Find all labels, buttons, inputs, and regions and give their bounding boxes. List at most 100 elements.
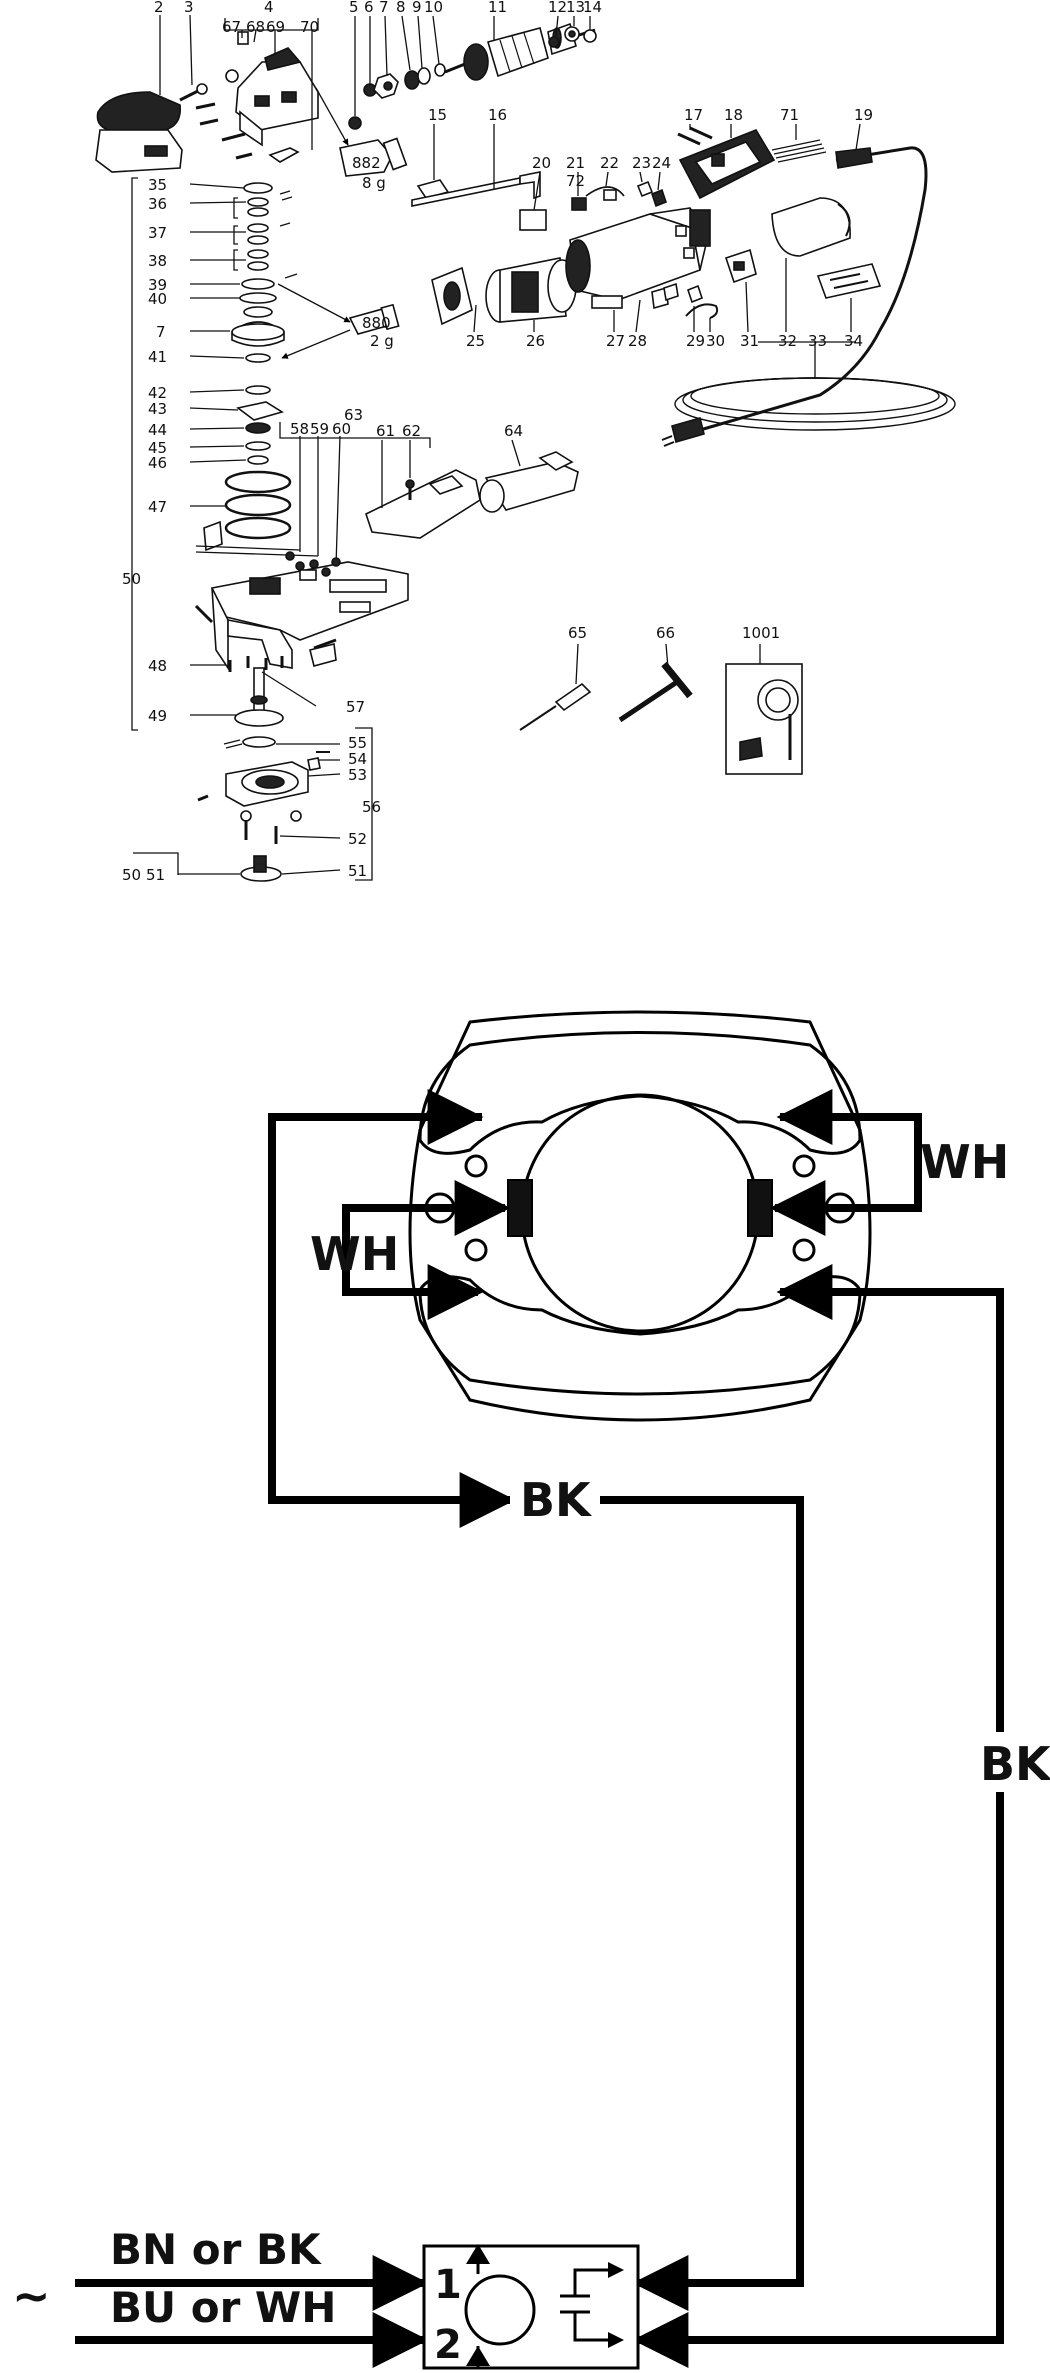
label-51-right: 51 [348, 862, 367, 880]
label-29: 29 [686, 332, 705, 350]
label-61: 61 [376, 422, 395, 440]
label-17: 17 [684, 106, 703, 124]
label-43: 43 [148, 400, 167, 418]
label-10: 10 [424, 0, 443, 16]
label-2: 2 [154, 0, 164, 16]
left-column-parts [231, 182, 298, 465]
part-71-labels [771, 139, 827, 163]
part-48-49-spindle [234, 667, 284, 727]
label-7-top: 7 [379, 0, 389, 16]
label-6: 6 [364, 0, 374, 16]
parts-20-22 [519, 186, 625, 231]
label-18: 18 [724, 106, 743, 124]
parts-5-10 [348, 63, 446, 130]
label-36: 36 [148, 195, 167, 213]
label-47: 47 [148, 498, 167, 516]
wire-label-bk-right: BK [980, 1737, 1050, 1791]
grease-880-code: 880 [362, 314, 391, 332]
part-25-brush-plate [431, 266, 473, 326]
bracket-56 [355, 727, 373, 881]
terminal-1-label: 1 [434, 2262, 462, 2308]
label-67: 67 [222, 18, 241, 36]
label-55: 55 [348, 734, 367, 752]
label-1001: 1001 [742, 624, 780, 642]
ac-symbol: ~ [12, 2269, 51, 2323]
wiring-diagram: BK BK WH WH 1 2 BN or BK BU or WH ~ [12, 1010, 1050, 2370]
wire-label-bk-middle: BK [520, 1473, 593, 1527]
label-57: 57 [346, 698, 365, 716]
label-71: 71 [780, 106, 799, 124]
part-61-sole-plate [365, 469, 481, 539]
label-22: 22 [600, 154, 619, 172]
part-18-cover [678, 129, 776, 200]
motor-housing [565, 207, 711, 301]
label-53: 53 [348, 766, 367, 784]
label-33: 33 [808, 332, 827, 350]
stator-outline [408, 1010, 872, 1422]
label-45: 45 [148, 439, 167, 457]
part-4-gear-housing [195, 31, 319, 163]
label-25: 25 [466, 332, 485, 350]
label-19: 19 [854, 106, 873, 124]
label-54: 54 [348, 750, 367, 768]
label-62: 62 [402, 422, 421, 440]
label-11: 11 [488, 0, 507, 16]
label-46: 46 [148, 454, 167, 472]
grease-880-amount: 2 g [370, 332, 394, 350]
label-41: 41 [148, 348, 167, 366]
bracket-4 [224, 18, 319, 31]
label-48: 48 [148, 657, 167, 675]
parts-12-14-bearings [548, 26, 597, 48]
label-31: 31 [740, 332, 759, 350]
part-number-labels: 2 3 4 5 6 7 8 9 10 11 12 13 14 15 16 17 … [122, 0, 873, 884]
part-1001-insert [725, 663, 803, 775]
label-66: 66 [656, 624, 675, 642]
part-26-stator [485, 257, 577, 323]
label-56: 56 [362, 798, 381, 816]
label-15: 15 [428, 106, 447, 124]
label-4: 4 [264, 0, 274, 16]
label-32: 32 [778, 332, 797, 350]
label-37: 37 [148, 224, 167, 242]
label-58: 58 [290, 420, 309, 438]
label-65: 65 [568, 624, 587, 642]
switch-box: 1 2 [422, 2244, 640, 2370]
label-23: 23 [632, 154, 651, 172]
label-27: 27 [606, 332, 625, 350]
part-3-screw [179, 83, 208, 102]
label-34: 34 [844, 332, 863, 350]
label-52: 52 [348, 830, 367, 848]
part-2-handle [95, 91, 183, 173]
label-9: 9 [412, 0, 422, 16]
parts-17-23-24 [636, 126, 713, 208]
label-64: 64 [504, 422, 523, 440]
base-housing [194, 551, 409, 672]
label-16: 16 [488, 106, 507, 124]
label-60: 60 [332, 420, 351, 438]
label-3: 3 [184, 0, 194, 16]
bracket-50-51 [133, 852, 179, 875]
wire-label-wh-right: WH [920, 1135, 1009, 1189]
label-50-bottom: 50 [122, 866, 141, 884]
part-34-label [816, 263, 882, 299]
parts-27-28 [591, 282, 679, 310]
label-59: 59 [310, 420, 329, 438]
label-14: 14 [583, 0, 602, 16]
label-68: 68 [246, 18, 265, 36]
part-65-tool [519, 682, 592, 731]
supply-label-line2: BU or WH [110, 2283, 336, 2332]
part-66-key [618, 661, 693, 723]
supply-label-line1: BN or BK [110, 2225, 322, 2274]
label-30: 30 [706, 332, 725, 350]
part-32-handle-shell [771, 197, 851, 257]
label-24: 24 [652, 154, 671, 172]
label-39: 39 [148, 276, 167, 294]
label-63: 63 [344, 406, 363, 424]
grease-882-code: 882 [352, 154, 381, 172]
parts-52-55-lower [197, 736, 330, 882]
label-72: 72 [566, 172, 585, 190]
label-35: 35 [148, 176, 167, 194]
label-44: 44 [148, 421, 167, 439]
label-21: 21 [566, 154, 585, 172]
